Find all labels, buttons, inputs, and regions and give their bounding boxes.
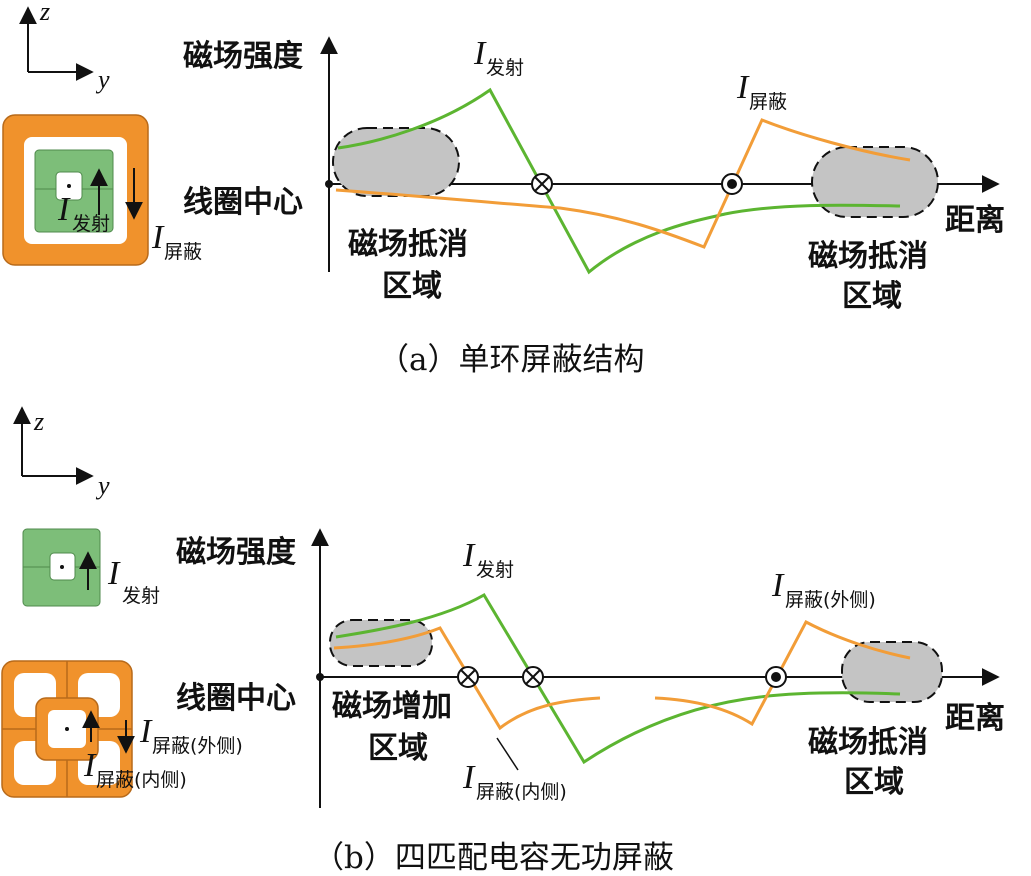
svg-text:发射: 发射	[486, 57, 524, 79]
svg-text:屏蔽(内侧): 屏蔽(内侧)	[476, 781, 567, 803]
coil-shield-inner-label-b: I 屏蔽(内侧)	[83, 747, 187, 791]
svg-text:I: I	[462, 759, 476, 796]
cancel-region-right-b	[841, 641, 943, 703]
svg-text:区域: 区域	[382, 269, 442, 304]
svg-text:屏蔽(内侧): 屏蔽(内侧)	[96, 769, 187, 791]
svg-text:I: I	[83, 747, 97, 784]
svg-text:屏蔽(外侧): 屏蔽(外侧)	[152, 735, 243, 757]
svg-text:I: I	[771, 567, 785, 604]
shield-curve-label-a: I 屏蔽	[736, 69, 787, 113]
panel-a: z y I 发射 I 屏蔽 磁场强度 线圈中心 距离	[2, 0, 1005, 378]
svg-text:I: I	[107, 555, 121, 592]
svg-text:I: I	[139, 713, 153, 750]
axes-icon-b: z y	[12, 406, 110, 500]
inner-label-leader	[496, 737, 519, 771]
panel-b: z y I 发射	[1, 406, 1005, 876]
current-into-page-marker-b2	[522, 666, 544, 688]
caption-a: （a）单环屏蔽结构	[378, 342, 644, 378]
coil-emit-label-a: I 发射	[57, 191, 110, 235]
svg-text:屏蔽: 屏蔽	[749, 91, 787, 113]
emit-field-curve-b	[335, 592, 901, 765]
svg-text:发射: 发射	[476, 559, 514, 581]
coil-shield-outer-label-b: I 屏蔽(外侧)	[139, 713, 243, 757]
cancel-region-right-a	[811, 146, 939, 218]
coil-emit-label-b: I 发射	[107, 555, 160, 607]
svg-text:屏蔽(外侧): 屏蔽(外侧)	[785, 589, 876, 611]
origin-label-b: 线圈中心	[176, 681, 296, 716]
cancel-region-label-right-a: 磁场抵消 区域	[808, 239, 928, 314]
coil-shield-label-a: I 屏蔽	[151, 219, 202, 263]
axes-icon-a: z y	[19, 0, 110, 94]
increase-region-label-b: 磁场增加 区域	[332, 689, 452, 766]
svg-text:区域: 区域	[844, 765, 904, 800]
z-axis-label: z	[39, 0, 50, 26]
emit-field-curve-a	[337, 87, 901, 275]
coil-four-cap-shield	[1, 660, 135, 798]
coil-emit-b	[22, 528, 101, 607]
svg-text:z: z	[33, 407, 44, 436]
y-axis-title-a: 磁场强度	[183, 39, 303, 74]
current-out-of-page-marker-b	[765, 666, 787, 688]
x-axis-title-b: 距离	[945, 701, 1005, 736]
cancel-region-left-a	[332, 127, 460, 197]
svg-text:I: I	[473, 35, 487, 72]
svg-text:磁场抵消: 磁场抵消	[808, 725, 928, 760]
svg-text:I: I	[736, 69, 750, 106]
emit-curve-label-a: I 发射	[473, 35, 524, 79]
caption-b: （b）四匹配电容无功屏蔽	[313, 840, 674, 876]
svg-text:I: I	[462, 537, 476, 574]
svg-text:区域: 区域	[842, 279, 902, 314]
y-axis-title-b: 磁场强度	[176, 535, 296, 570]
svg-text:磁场增加: 磁场增加	[332, 689, 452, 724]
shield-outer-curve-label-b: I 屏蔽(外侧)	[771, 567, 876, 611]
current-into-page-marker-b1	[457, 666, 479, 688]
current-into-page-marker-a	[531, 173, 553, 195]
svg-text:发射: 发射	[72, 213, 110, 235]
cancel-region-label-right-b: 磁场抵消 区域	[808, 725, 928, 800]
svg-text:I: I	[57, 191, 71, 228]
origin-label-a: 线圈中心	[183, 185, 303, 220]
svg-text:y: y	[95, 471, 110, 500]
current-out-of-page-marker-a	[721, 173, 743, 195]
svg-text:I: I	[151, 219, 165, 256]
emit-curve-label-b: I 发射	[462, 537, 514, 581]
coil-single-ring	[2, 114, 149, 266]
y-axis-label: y	[95, 65, 110, 94]
x-axis-title-a: 距离	[945, 203, 1005, 238]
svg-text:发射: 发射	[122, 585, 160, 607]
svg-text:磁场抵消: 磁场抵消	[808, 239, 928, 274]
svg-text:磁场抵消: 磁场抵消	[348, 227, 468, 262]
svg-text:区域: 区域	[368, 731, 428, 766]
shield-inner-curve-label-b: I 屏蔽(内侧)	[462, 759, 567, 803]
shield-field-curve-a	[335, 118, 911, 249]
svg-text:屏蔽: 屏蔽	[164, 241, 202, 263]
cancel-region-label-left-a: 磁场抵消 区域	[348, 227, 468, 304]
